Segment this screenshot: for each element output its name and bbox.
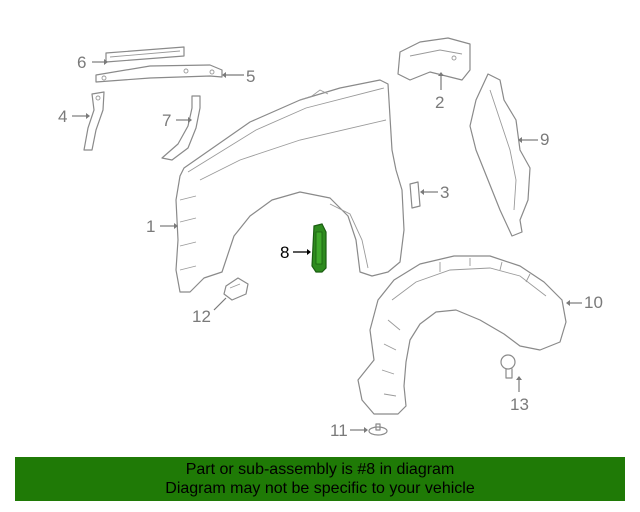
arrowhead-4 <box>86 113 90 119</box>
callout-9: 9 <box>540 130 549 149</box>
part-5-bar <box>95 64 223 83</box>
callout-4: 4 <box>58 107 67 126</box>
part-2-bracket <box>397 37 471 81</box>
callout-6: 6 <box>77 53 86 72</box>
arrowhead-5 <box>222 72 226 78</box>
banner-line-2: Diagram may not be specific to your vehi… <box>165 480 475 497</box>
callout-5: 5 <box>246 67 255 86</box>
callout-1: 1 <box>146 217 155 236</box>
part-9-shield <box>469 73 531 237</box>
callout-11: 11 <box>330 421 348 440</box>
info-banner: Part or sub-assembly is #8 in diagram Di… <box>15 457 625 501</box>
part-13-pushpin <box>500 354 516 379</box>
part-10-liner <box>357 255 567 415</box>
part-8-bracket-highlighted <box>311 223 327 273</box>
callout-2: 2 <box>435 93 444 112</box>
arrowhead-13 <box>516 376 522 380</box>
callout-7: 7 <box>162 111 171 130</box>
part-4-bracket <box>83 91 105 151</box>
arrowhead-11 <box>364 427 368 433</box>
callout-12: 12 <box>192 307 211 326</box>
arrowhead-1 <box>174 223 178 229</box>
callout-10: 10 <box>584 293 603 312</box>
callout-13: 13 <box>510 395 529 414</box>
part-12-block <box>223 277 249 301</box>
part-6-bar <box>105 46 185 63</box>
arrowhead-7 <box>188 117 192 123</box>
arrowhead-10 <box>566 300 570 306</box>
arrowhead-9 <box>518 137 522 143</box>
part-3-clip <box>409 181 421 209</box>
arrowhead-2 <box>438 72 444 76</box>
part-1-fender <box>175 79 405 293</box>
arrowhead-8 <box>307 249 311 255</box>
callout-8: 8 <box>280 243 289 262</box>
banner-line-1: Part or sub-assembly is #8 in diagram <box>185 461 455 478</box>
arrowhead-3 <box>420 189 424 195</box>
arrowhead-6 <box>104 59 108 65</box>
part-11-pin <box>368 423 388 436</box>
leader-12 <box>213 297 227 311</box>
callout-3: 3 <box>440 183 449 202</box>
